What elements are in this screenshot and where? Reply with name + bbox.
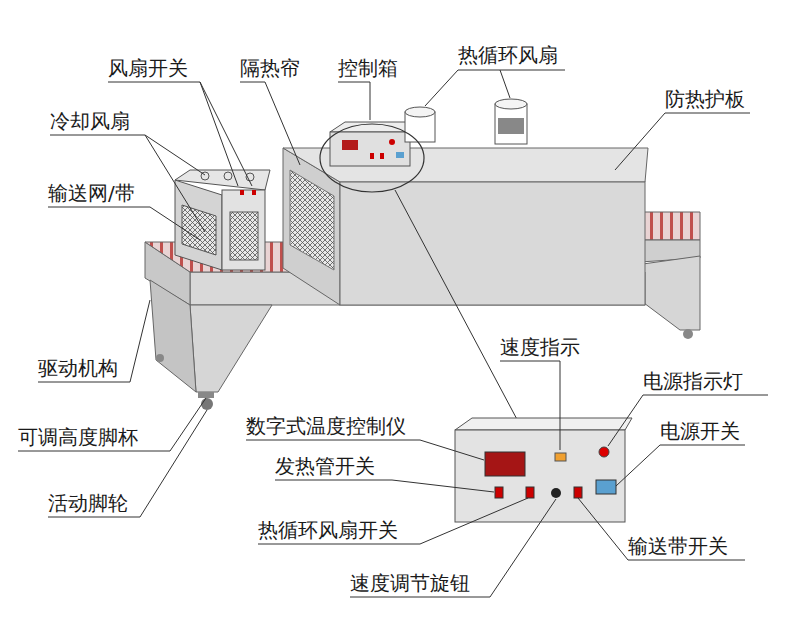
part-label: 热循环风扇开关 [258,517,398,543]
part-label: 电源指示灯 [643,368,743,394]
part-label: 速度调节旋钮 [350,570,470,596]
part-label: 驱动机构 [38,355,118,381]
part-label: 控制箱 [338,55,398,81]
part-label: 发热管开关 [275,453,375,479]
part-label: 防热护板 [665,86,745,112]
part-label: 速度指示 [500,334,580,360]
part-label: 风扇开关 [108,55,188,81]
part-label: 可调高度脚杯 [18,424,138,450]
part-label: 热循环风扇 [458,42,558,68]
part-label: 活动脚轮 [48,490,128,516]
part-label: 输送网/带 [48,180,135,206]
part-label: 冷却风扇 [50,108,130,134]
part-label: 隔热帘 [240,55,300,81]
part-label: 输送带开关 [628,533,728,559]
part-label: 数字式温度控制仪 [246,413,406,439]
part-label: 电源开关 [660,418,740,444]
